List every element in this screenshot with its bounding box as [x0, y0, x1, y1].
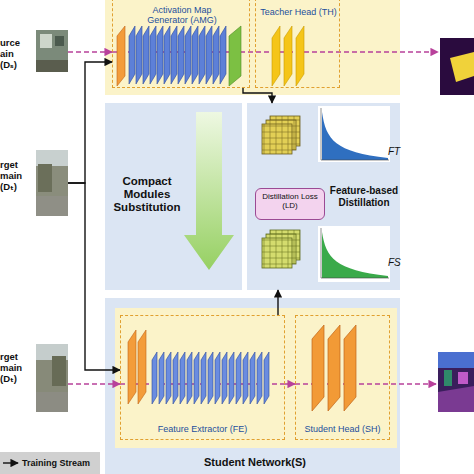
- test-stream-line: [112, 51, 438, 52]
- student-head-box: Student Head (SH): [295, 315, 390, 440]
- feature-extractor-box: Feature Extractor (FE): [120, 315, 285, 440]
- legend-box: [0, 452, 100, 474]
- target-photo: [36, 392, 68, 412]
- target-image-node: rget main (Dₜ): [0, 344, 68, 412]
- teacher-head-box: Teacher Head (TH): [255, 0, 340, 88]
- target-photo: [38, 164, 52, 192]
- student-output-map: [438, 352, 474, 412]
- amg-layers: [164, 26, 170, 84]
- target-photo: [36, 344, 68, 412]
- node-label: Teacher Head (TH): [256, 7, 341, 17]
- node-label: Feature Extractor (FE): [121, 424, 284, 434]
- node-label: urce ain (Dₛ): [0, 38, 28, 71]
- target-photo: [36, 150, 68, 216]
- amg-layers: [117, 26, 125, 86]
- student-output-map: [438, 352, 474, 368]
- amg-layers: [185, 26, 191, 84]
- teacher-band: [105, 0, 400, 95]
- legend-text: Training Stream: [22, 458, 90, 468]
- teacher-output-map: [440, 38, 474, 95]
- amg-layers: [199, 26, 205, 84]
- node-label: Compact Modules Substitution: [107, 175, 187, 215]
- student-network-band: Student Network(S) Feature Extractor (FE)…: [105, 298, 400, 474]
- amg-layers: [143, 26, 149, 84]
- node-label: rget main (Dₜ): [0, 160, 28, 193]
- target-photo: [36, 196, 68, 216]
- amg-layers: [213, 26, 219, 84]
- target-photo: [52, 356, 66, 386]
- teacher-head-layers: [284, 26, 292, 86]
- teacher-band: [105, 0, 400, 95]
- target-photo: [36, 150, 68, 166]
- teacher-output-map: [450, 52, 474, 82]
- amg-layers: [129, 26, 135, 84]
- amg-layers: [192, 26, 198, 84]
- source-image-node: urce ain (Dₛ): [0, 30, 68, 74]
- node-label: Student Head (SH): [296, 424, 389, 434]
- source-photo: [36, 60, 68, 72]
- teacher-head-layers: [296, 26, 304, 86]
- target-photo: [36, 344, 68, 412]
- amg-layers: [136, 26, 142, 84]
- student-output-map: [458, 372, 468, 384]
- source-photo: [55, 36, 64, 46]
- target-photo: [36, 344, 68, 360]
- feature-label: FT: [388, 146, 400, 157]
- amg-layers: [157, 26, 163, 84]
- distillation-panel: Feature-based Distillation Distillation L…: [247, 103, 400, 290]
- generator-box: Activation Map Generator (AMG): [112, 0, 250, 88]
- test-stream-line: [112, 51, 438, 52]
- amg-layers: [178, 26, 184, 84]
- node-label: Activation Map Generator (AMG): [137, 5, 227, 26]
- student-output-map: [438, 386, 474, 412]
- source-photo: [36, 30, 68, 72]
- source-photo: [40, 34, 52, 48]
- teacher-head-layers: [272, 26, 280, 86]
- node-label: Student Network(S): [165, 456, 345, 469]
- amg-layers: [150, 26, 156, 84]
- legend-box: [0, 452, 100, 474]
- amg-layers: [220, 26, 226, 84]
- connector-arrow: [68, 51, 112, 52]
- substitution-panel: Compact Modules Substitution: [105, 103, 242, 290]
- feature-label: FS: [388, 257, 401, 268]
- teacher-head-layers: [272, 26, 304, 86]
- node-label: Feature-based Distillation: [329, 185, 399, 208]
- loss-box: Distillation Loss (LD): [255, 188, 325, 220]
- target-photo: [36, 150, 68, 216]
- teacher-output-map: [440, 38, 474, 95]
- legend-box: [3, 462, 18, 463]
- student-output-map: [438, 352, 474, 412]
- amg-layers: [206, 26, 212, 84]
- connector-arrow: [243, 88, 272, 103]
- amg-layers: [117, 26, 241, 86]
- amg-layers: [229, 26, 241, 86]
- source-photo: [36, 30, 68, 72]
- amg-layers: [171, 26, 177, 84]
- node-label: rget main (Dₜ): [0, 352, 28, 385]
- target-image-node: rget main (Dₜ): [0, 150, 68, 216]
- student-output-map: [444, 370, 452, 386]
- node-label: Distillation Loss (LD): [256, 192, 324, 210]
